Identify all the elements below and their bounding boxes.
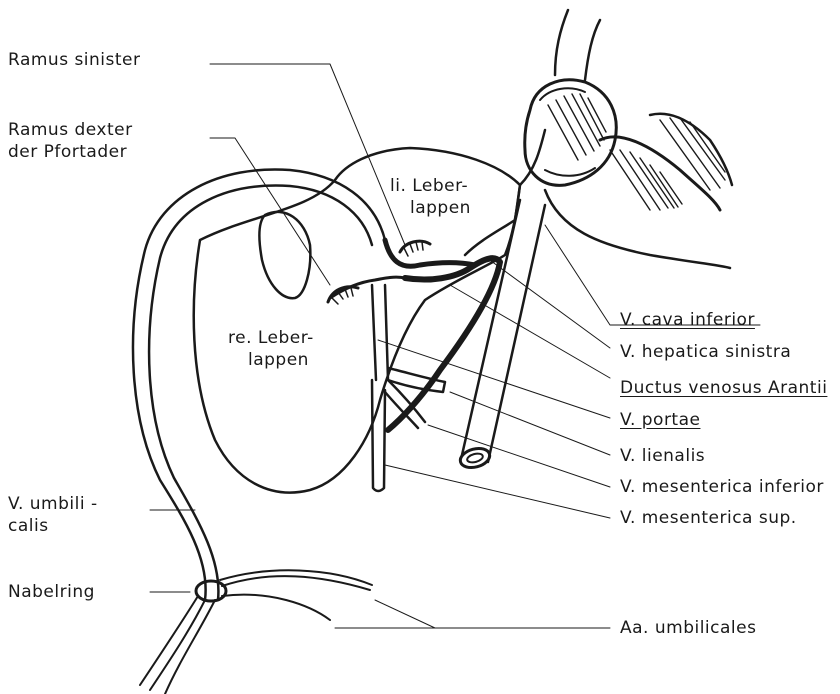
- hatching: [548, 94, 725, 210]
- label-ramus-dexter-line1: Ramus dexter: [8, 120, 133, 140]
- heart-right-atrium: [525, 80, 617, 186]
- label-v-umbilicalis-line2: calis: [8, 516, 49, 536]
- label-re-leber-line1: re. Leber-: [228, 328, 314, 348]
- umbilical-arteries: [140, 576, 370, 694]
- label-v-cava-inferior: V. cava inferior: [620, 310, 755, 330]
- label-v-portae: V. portae: [620, 410, 700, 430]
- label-v-mesenterica-sup: V. mesenterica sup.: [620, 508, 797, 528]
- label-v-umbilicalis-line1: V. umbili -: [8, 494, 98, 514]
- label-ductus-venosus: Ductus venosus Arantii: [620, 378, 827, 398]
- label-ramus-dexter-line2: der Pfortader: [8, 142, 127, 162]
- label-li-leber-line2: lappen: [410, 198, 471, 218]
- v-mesenterica-sup: [372, 380, 385, 491]
- heart-upper-vessel: [555, 10, 600, 80]
- v-cava-inferior: [462, 200, 545, 462]
- label-aa-umbilicales: Aa. umbilicales: [620, 618, 756, 638]
- ductus-venosus: [388, 258, 500, 430]
- label-ramus-sinister: Ramus sinister: [8, 50, 141, 70]
- label-re-leber-line2: lappen: [248, 350, 309, 370]
- v-hepatica-sinistra: [465, 130, 545, 255]
- label-nabelring: Nabelring: [8, 582, 95, 602]
- nabelring-ring: [196, 581, 226, 601]
- heart-lower-wall: [545, 190, 730, 268]
- label-v-mesenterica-inferior: V. mesenterica inferior: [620, 477, 824, 497]
- label-li-leber-line1: li. Leber-: [390, 176, 468, 196]
- label-v-lienalis: V. lienalis: [620, 446, 705, 466]
- caudate-lobe: [259, 212, 310, 298]
- v-portae: [372, 285, 388, 380]
- label-v-hepatica-sinistra: V. hepatica sinistra: [620, 342, 791, 362]
